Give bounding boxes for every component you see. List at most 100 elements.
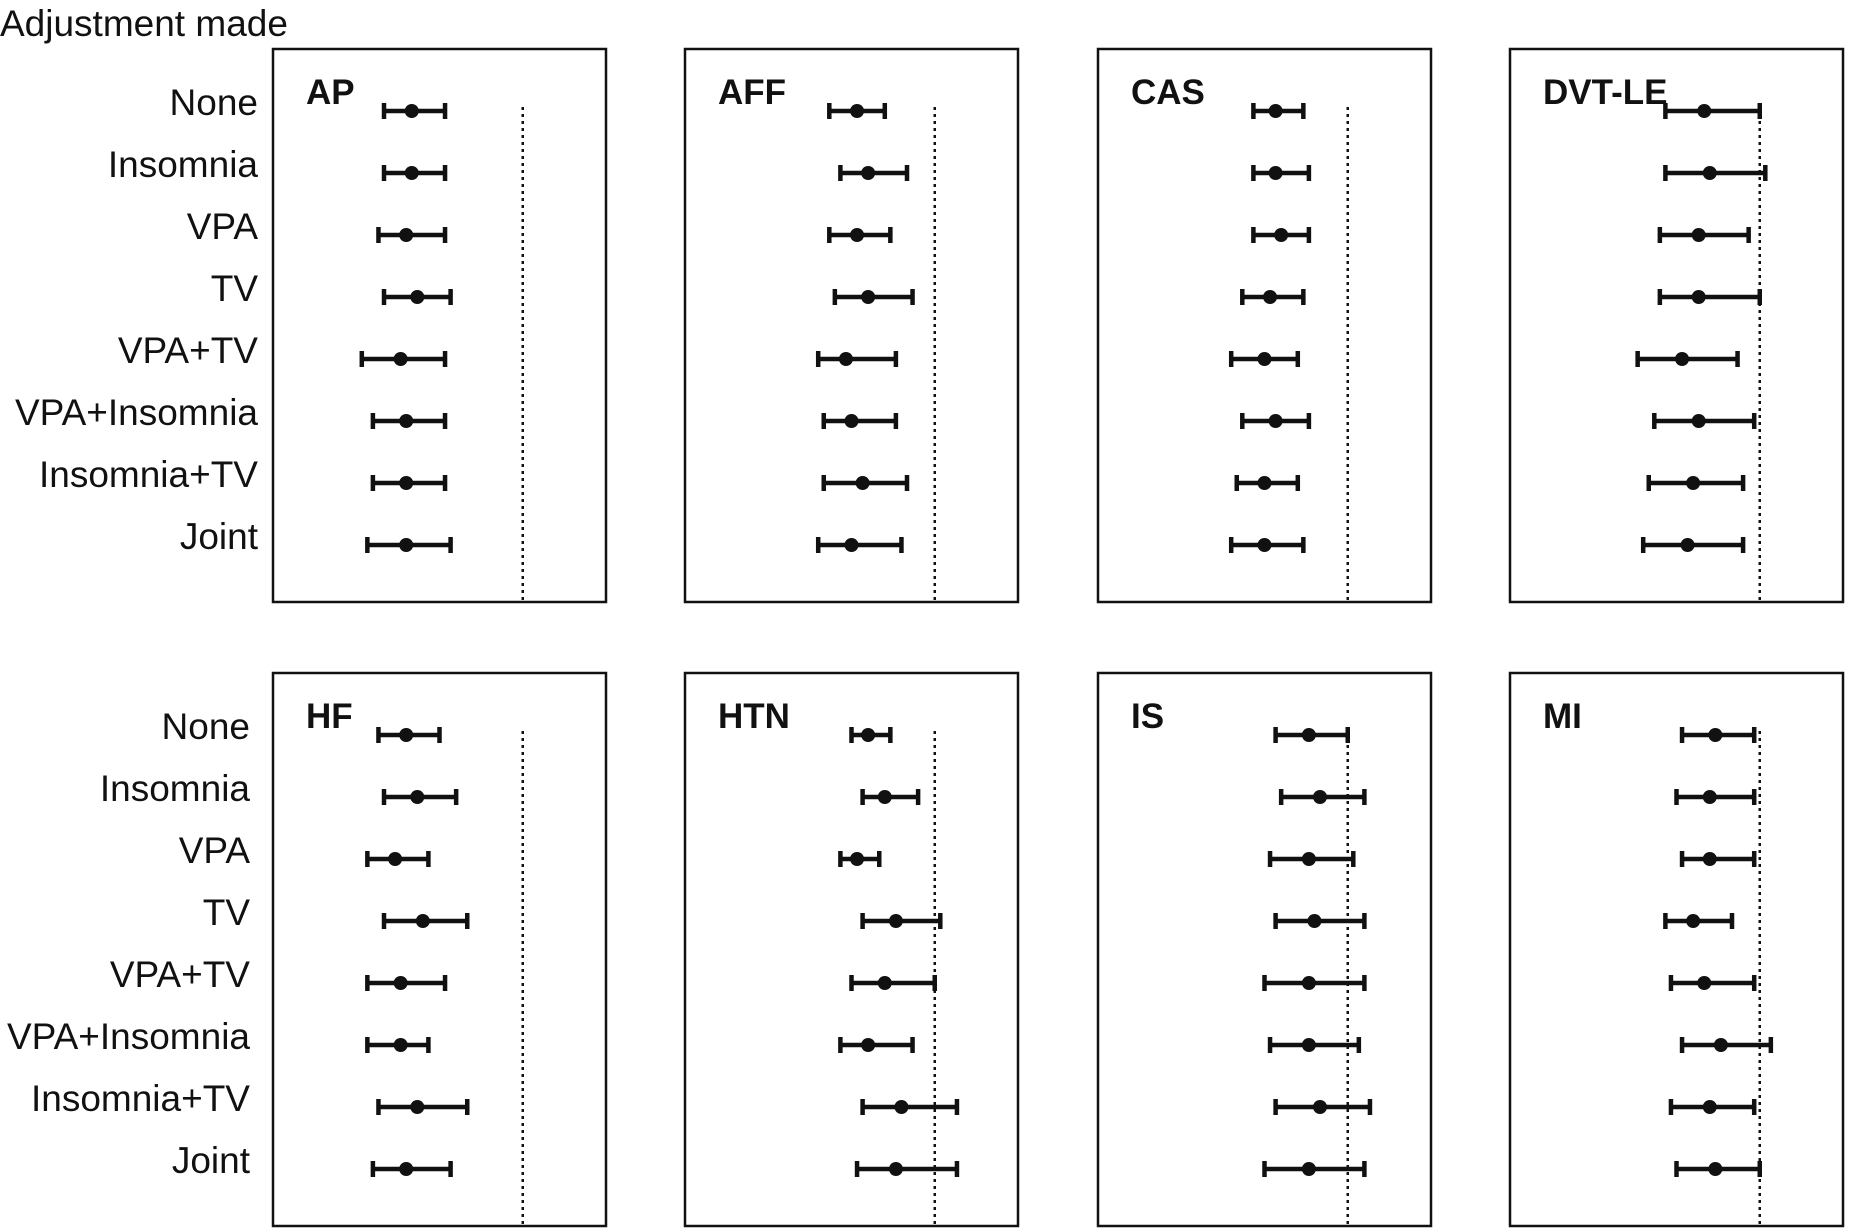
point-estimate <box>1680 538 1695 552</box>
panel-frame <box>683 47 1020 604</box>
row-label: VPA+TV <box>118 330 258 371</box>
row-label: VPA <box>187 206 259 247</box>
point-estimate <box>1713 1038 1728 1052</box>
row-label: Joint <box>180 516 259 557</box>
panel-title: AP <box>306 73 355 112</box>
forest-panel: IS <box>1096 671 1433 1228</box>
point-estimate <box>410 1100 425 1114</box>
point-estimate <box>1691 290 1706 304</box>
point-estimate <box>888 1162 903 1176</box>
point-estimate <box>399 476 414 490</box>
row-label: VPA <box>179 830 251 871</box>
point-estimate <box>399 728 414 742</box>
point-estimate <box>393 1038 408 1052</box>
row-label: Insomnia+TV <box>31 1078 250 1119</box>
point-estimate <box>877 976 892 990</box>
point-estimate <box>399 228 414 242</box>
point-estimate <box>894 1100 909 1114</box>
point-estimate <box>1301 976 1316 990</box>
point-estimate <box>1268 166 1283 180</box>
panel-frame <box>271 47 608 604</box>
row-label: Joint <box>172 1140 251 1181</box>
point-estimate <box>855 476 870 490</box>
point-estimate <box>861 290 876 304</box>
point-estimate <box>393 976 408 990</box>
point-estimate <box>1686 476 1701 490</box>
point-estimate <box>1268 414 1283 428</box>
point-estimate <box>838 352 853 366</box>
point-estimate <box>410 790 425 804</box>
point-estimate <box>1702 852 1717 866</box>
point-estimate <box>850 228 865 242</box>
point-estimate <box>1675 352 1690 366</box>
row-label: Insomnia <box>108 144 259 185</box>
row-labels: NoneInsomniaVPATVVPA+TVVPA+InsomniaInsom… <box>7 82 259 1181</box>
point-estimate <box>1257 352 1272 366</box>
panel-title: MI <box>1543 697 1582 736</box>
forest-panel: HTN <box>683 671 1020 1228</box>
point-estimate <box>1702 166 1717 180</box>
forest-panel: CAS <box>1096 47 1433 604</box>
point-estimate <box>1301 1038 1316 1052</box>
point-estimate <box>1274 228 1289 242</box>
point-estimate <box>850 104 865 118</box>
point-estimate <box>1307 914 1322 928</box>
figure-title: Adjustment made <box>0 3 288 44</box>
point-estimate <box>399 414 414 428</box>
panel-frame <box>271 671 608 1228</box>
point-estimate <box>877 790 892 804</box>
point-estimate <box>399 1162 414 1176</box>
forest-panel: DVT-LE <box>1508 47 1845 604</box>
point-estimate <box>861 1038 876 1052</box>
row-label: VPA+Insomnia <box>15 392 258 433</box>
point-estimate <box>404 166 419 180</box>
point-estimate <box>1708 728 1723 742</box>
forest-panel: HF <box>271 671 608 1228</box>
panel-title: HF <box>306 697 353 736</box>
panel-frame <box>1096 671 1433 1228</box>
row-label: VPA+TV <box>110 954 250 995</box>
point-estimate <box>388 852 403 866</box>
point-estimate <box>399 538 414 552</box>
point-estimate <box>1702 1100 1717 1114</box>
point-estimate <box>1697 104 1712 118</box>
point-estimate <box>1691 228 1706 242</box>
point-estimate <box>1257 476 1272 490</box>
point-estimate <box>1691 414 1706 428</box>
point-estimate <box>861 728 876 742</box>
row-label: None <box>170 82 258 123</box>
point-estimate <box>1702 790 1717 804</box>
forest-panel: MI <box>1508 671 1845 1228</box>
point-estimate <box>404 104 419 118</box>
panel-frame <box>1508 671 1845 1228</box>
panels: AP AFF CAS DVT-LE HF HTN IS MI <box>271 47 1845 1228</box>
panel-title: DVT-LE <box>1543 73 1667 112</box>
panel-frame <box>1508 47 1845 604</box>
panel-title: HTN <box>718 697 790 736</box>
point-estimate <box>1686 914 1701 928</box>
panel-title: IS <box>1131 697 1164 736</box>
point-estimate <box>1301 852 1316 866</box>
point-estimate <box>1301 728 1316 742</box>
point-estimate <box>393 352 408 366</box>
row-label: VPA+Insomnia <box>7 1016 250 1057</box>
point-estimate <box>1268 104 1283 118</box>
point-estimate <box>844 538 859 552</box>
point-estimate <box>861 166 876 180</box>
row-label: Insomnia <box>100 768 251 809</box>
row-label: TV <box>211 268 259 309</box>
forest-panel: AP <box>271 47 608 604</box>
row-label: None <box>162 706 250 747</box>
forest-panel: AFF <box>683 47 1020 604</box>
point-estimate <box>1301 1162 1316 1176</box>
row-label: TV <box>203 892 251 933</box>
point-estimate <box>1257 538 1272 552</box>
point-estimate <box>1708 1162 1723 1176</box>
point-estimate <box>844 414 859 428</box>
point-estimate <box>888 914 903 928</box>
panel-frame <box>1096 47 1433 604</box>
panel-frame <box>683 671 1020 1228</box>
panel-title: CAS <box>1131 73 1205 112</box>
point-estimate <box>850 852 865 866</box>
